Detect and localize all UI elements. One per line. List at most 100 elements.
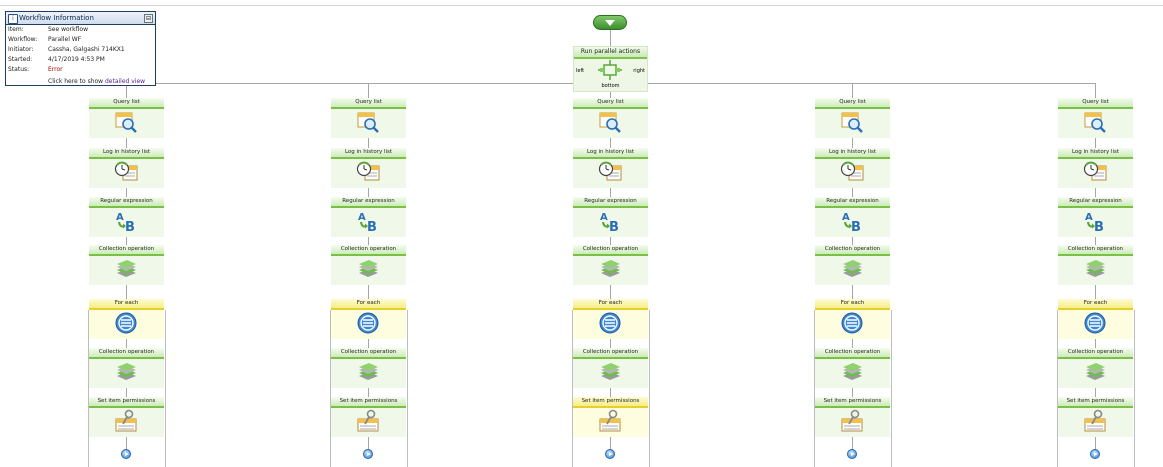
- svg-text:B: B: [851, 220, 861, 233]
- collection-operation-action[interactable]: Collection operation: [1058, 245, 1133, 285]
- collection-operation-action-inner[interactable]: Collection operation: [89, 348, 164, 388]
- action-title: Query list: [89, 98, 164, 109]
- collection-stack-icon: [1083, 257, 1107, 281]
- loop-boundary: [891, 310, 892, 467]
- connector: [610, 92, 611, 98]
- query-list-action[interactable]: Query list: [1058, 98, 1133, 138]
- parallel-bottom-label: bottom: [601, 83, 620, 89]
- action-title: Query list: [1058, 98, 1133, 109]
- log-history-icon: [1083, 160, 1107, 184]
- collection-operation-action[interactable]: Collection operation: [89, 245, 164, 285]
- connector: [126, 136, 127, 148]
- info-row-item: Item:See workflow: [8, 26, 88, 33]
- log-in-history-action[interactable]: Log in history list: [1058, 148, 1133, 188]
- collection-operation-action-inner[interactable]: Collection operation: [815, 348, 890, 388]
- log-in-history-action[interactable]: Log in history list: [815, 148, 890, 188]
- log-in-history-action[interactable]: Log in history list: [331, 148, 406, 188]
- loop-boundary: [1134, 310, 1135, 467]
- connector: [610, 435, 611, 450]
- query-list-icon: [356, 110, 380, 134]
- query-list-action[interactable]: Query list: [331, 98, 406, 138]
- connector: [126, 337, 127, 348]
- svg-text:A: A: [358, 212, 366, 223]
- action-title: Query list: [815, 98, 890, 109]
- collection-operation-action-inner[interactable]: Collection operation: [573, 348, 648, 388]
- minimize-button[interactable]: ⊟: [144, 14, 153, 23]
- arrow-right-circle-icon[interactable]: [847, 449, 857, 459]
- log-in-history-action[interactable]: Log in history list: [573, 148, 648, 188]
- detailed-view-link[interactable]: detailed view: [104, 78, 146, 85]
- action-title: Collection operation: [815, 245, 890, 256]
- connector: [852, 186, 853, 197]
- arrow-right-circle-icon[interactable]: [605, 449, 615, 459]
- loop-boundary: [649, 310, 650, 467]
- for-each-loop[interactable]: For each: [815, 299, 890, 339]
- set-item-permissions-action[interactable]: Set item permissions: [1058, 397, 1133, 437]
- connector: [1095, 83, 1096, 98]
- collection-operation-action-inner[interactable]: Collection operation: [1058, 348, 1133, 388]
- svg-text:A: A: [1085, 212, 1093, 223]
- for-each-loop[interactable]: For each: [573, 299, 648, 339]
- connector: [126, 186, 127, 197]
- query-list-icon: [114, 110, 138, 134]
- action-title: Query list: [573, 98, 648, 109]
- collection-stack-icon: [840, 360, 864, 384]
- set-item-permissions-action[interactable]: Set item permissions: [573, 397, 648, 437]
- info-row-initiator: Initiator:Cassha, Galgashi 714KX1: [8, 46, 125, 53]
- for-each-loop[interactable]: For each: [331, 299, 406, 339]
- query-list-action[interactable]: Query list: [815, 98, 890, 138]
- run-parallel-actions[interactable]: Run parallel actions left right bottom: [573, 46, 648, 92]
- collection-operation-action-inner[interactable]: Collection operation: [331, 348, 406, 388]
- collection-operation-action[interactable]: Collection operation: [331, 245, 406, 285]
- for-each-loop[interactable]: For each: [1058, 299, 1133, 339]
- loop-boundary: [572, 310, 573, 467]
- action-title: Log in history list: [1058, 148, 1133, 159]
- arrow-right-circle-icon[interactable]: [1090, 449, 1100, 459]
- connector: [610, 386, 611, 397]
- info-icon: i: [8, 14, 18, 24]
- action-title: Collection operation: [89, 245, 164, 256]
- for-each-loop[interactable]: For each: [89, 299, 164, 339]
- connector: [610, 235, 611, 245]
- action-title: Collection operation: [1058, 348, 1133, 359]
- set-item-permissions-action[interactable]: Set item permissions: [815, 397, 890, 437]
- arrow-right-circle-icon[interactable]: [363, 449, 373, 459]
- connector: [1095, 186, 1096, 197]
- action-title: Log in history list: [815, 148, 890, 159]
- collection-operation-action[interactable]: Collection operation: [815, 245, 890, 285]
- svg-text:B: B: [1094, 220, 1104, 233]
- connector: [610, 283, 611, 299]
- connector: [852, 337, 853, 348]
- connector: [368, 136, 369, 148]
- query-list-action[interactable]: Query list: [573, 98, 648, 138]
- query-list-icon: [1083, 110, 1107, 134]
- connector: [610, 337, 611, 348]
- parallel-split-icon: [598, 60, 622, 80]
- connector: [610, 30, 611, 46]
- query-list-action[interactable]: Query list: [89, 98, 164, 138]
- set-item-permissions-action[interactable]: Set item permissions: [89, 397, 164, 437]
- connector: [852, 386, 853, 397]
- connector: [852, 235, 853, 245]
- collection-stack-icon: [356, 257, 380, 281]
- workflow-information-title: Workflow Information: [19, 14, 94, 22]
- connector: [126, 283, 127, 299]
- set-item-permissions-action[interactable]: Set item permissions: [331, 397, 406, 437]
- for-each-loop-icon: [356, 311, 380, 335]
- workflow-information-header: i Workflow Information ⊟: [6, 12, 155, 25]
- connector: [610, 136, 611, 148]
- collection-operation-action[interactable]: Collection operation: [573, 245, 648, 285]
- connector: [368, 435, 369, 450]
- connector: [852, 435, 853, 450]
- log-in-history-action[interactable]: Log in history list: [89, 148, 164, 188]
- start-chevron-down-icon[interactable]: [593, 15, 627, 30]
- action-title: For each: [331, 299, 406, 310]
- parallel-left-label: left: [576, 68, 585, 74]
- arrow-right-circle-icon[interactable]: [121, 449, 131, 459]
